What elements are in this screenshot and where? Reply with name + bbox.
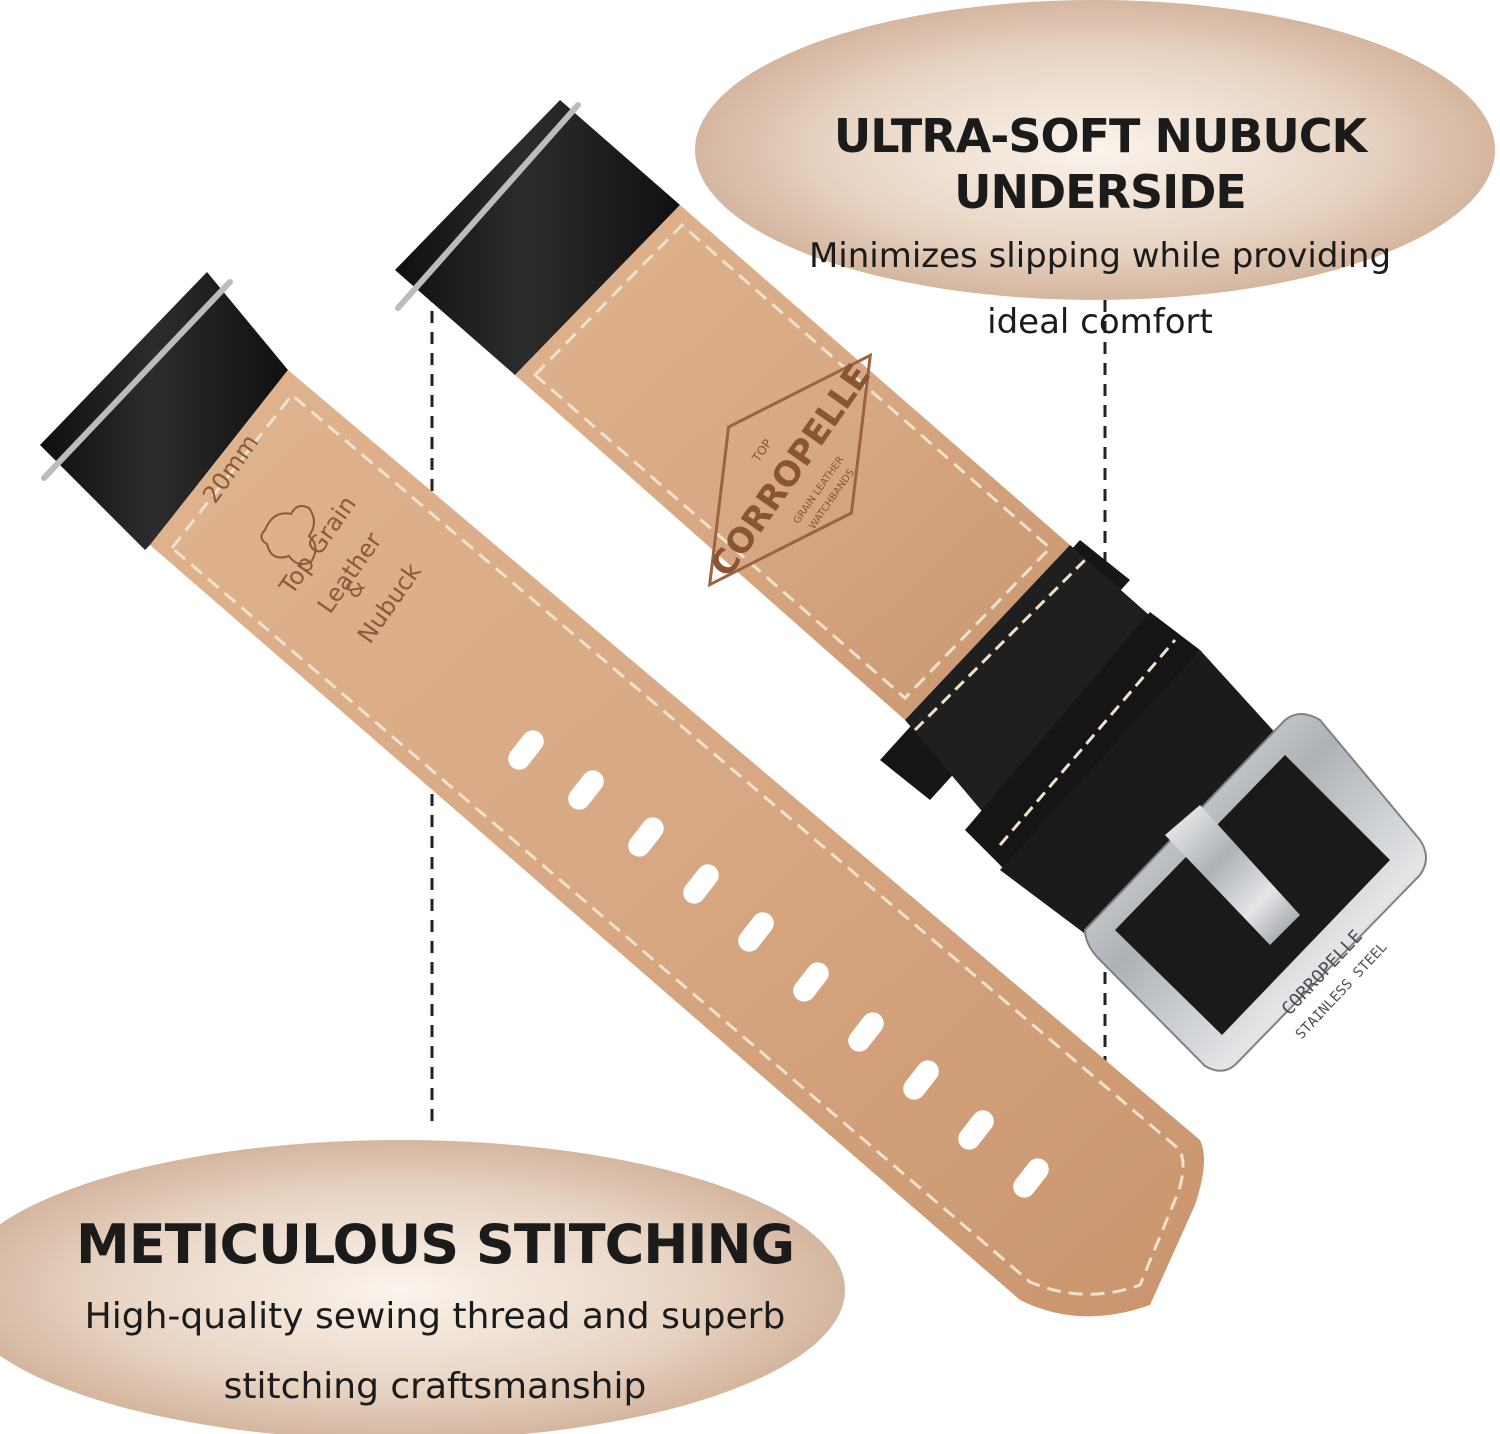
long-strap-spring-bar — [41, 279, 233, 481]
callout-stitching-bubble — [0, 1140, 845, 1434]
strap-hole — [568, 770, 604, 810]
buckle: CORROPELLE STAINLESS STEEL — [1083, 713, 1427, 1072]
strap-hole — [683, 864, 719, 904]
leather-hide-icon — [260, 505, 317, 565]
callout-stitching: METICULOUS STITCHING High-quality sewing… — [20, 1212, 850, 1418]
strap-hole — [508, 730, 544, 770]
callout-stitching-title: METICULOUS STITCHING — [75, 1213, 795, 1276]
strap-hole — [738, 912, 774, 952]
short-strap: CORROPELLE TOP GRAIN LEATHER WATCHBANDS — [395, 100, 1300, 960]
callout-underside-title: ULTRA-SOFT NUBUCK UNDERSIDE — [833, 109, 1367, 219]
strap-hole — [628, 817, 664, 857]
strap-hole — [1013, 1158, 1049, 1198]
callout-stitching-line2: stitching craftsmanship — [223, 1366, 647, 1407]
short-strap-stitching — [532, 222, 1053, 701]
short-strap-leather-tip — [1000, 650, 1300, 960]
strap-hole — [903, 1060, 939, 1100]
long-strap: 20mm Top Grain Leather & Nubuck — [40, 272, 1204, 1317]
callout-underside-line2: ideal comfort — [987, 302, 1213, 342]
callout-stitching-line1: High-quality sewing thread and superb — [84, 1296, 786, 1337]
short-strap-leather-end — [395, 100, 680, 375]
callout-underside-line1: Minimizes slipping while providing — [808, 236, 1392, 276]
strap-hole — [958, 1110, 994, 1150]
short-strap-nubuck — [515, 205, 1070, 720]
strap-hole — [793, 962, 829, 1002]
short-strap-spring-bar — [395, 102, 581, 311]
long-strap-stitching — [169, 392, 1185, 1296]
callout-underside: ULTRA-SOFT NUBUCK UNDERSIDE Minimizes sl… — [720, 108, 1480, 352]
callout-underside-bubble — [695, 0, 1495, 300]
strap-hole — [848, 1012, 884, 1052]
short-strap-leather-lower — [905, 545, 1200, 880]
long-strap-leather-end — [40, 272, 288, 550]
buckle-tongue — [1165, 805, 1300, 945]
long-strap-nubuck — [150, 370, 1204, 1317]
keeper-stitching — [913, 558, 1177, 846]
long-strap-holes — [508, 730, 1049, 1198]
